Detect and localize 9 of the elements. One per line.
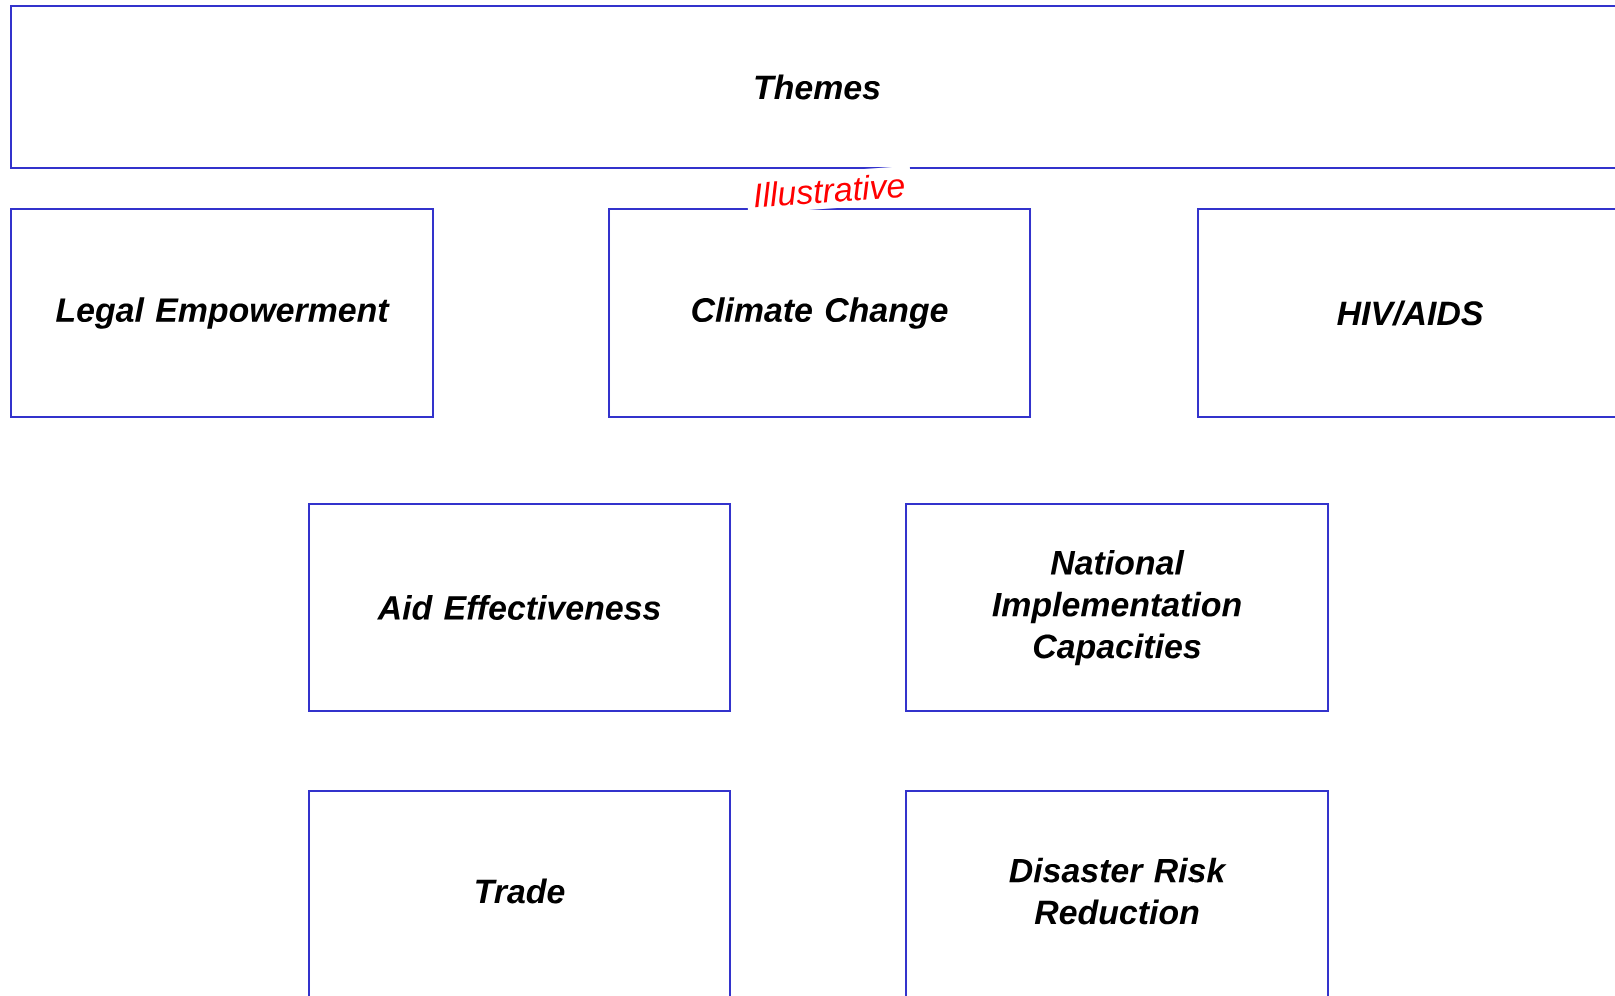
- theme-box: Climate Change: [608, 208, 1031, 418]
- theme-box: HIV/AIDS: [1197, 208, 1615, 418]
- theme-box: Trade: [308, 790, 731, 996]
- theme-box: National Implementation Capacities: [905, 503, 1329, 712]
- note-label: Illustrative: [745, 165, 913, 215]
- theme-box: Disaster Risk Reduction: [905, 790, 1329, 996]
- theme-box: Legal Empowerment: [10, 208, 434, 418]
- theme-box: Themes: [10, 5, 1615, 169]
- theme-box: Aid Effectiveness: [308, 503, 731, 712]
